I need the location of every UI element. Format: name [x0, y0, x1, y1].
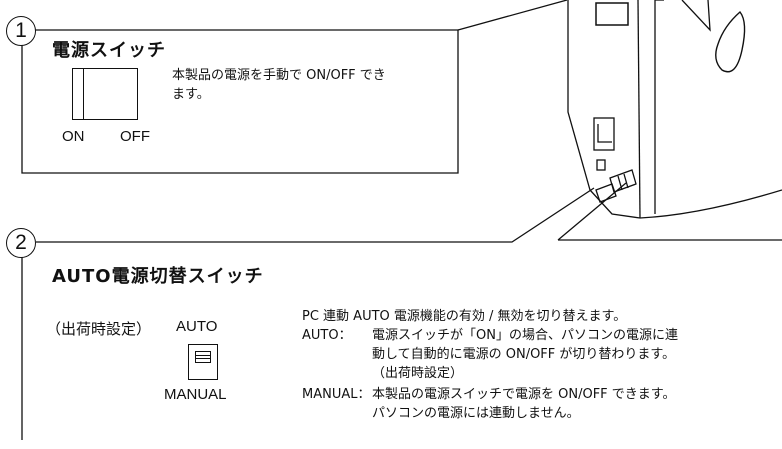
auto-desc-line-3: （出荷時設定） — [372, 366, 464, 381]
switch-label-manual: MANUAL — [164, 386, 227, 403]
manual-term: MANUAL： — [302, 387, 371, 402]
rocker-switch-diagram — [72, 68, 138, 120]
auto-term: AUTO： — [302, 328, 352, 343]
factory-setting-label: （出荷時設定） — [46, 320, 152, 338]
power-switch-desc-line-1: 本製品の電源を手動で ON/OFF でき — [172, 68, 386, 83]
switch-label-auto: AUTO — [176, 318, 218, 335]
callout-1-leader — [457, 0, 568, 31]
auto-power-switch-title: AUTO電源切替スイッチ — [52, 266, 264, 287]
auto-switch-intro: PC 連動 AUTO 電源機能の有効 / 無効を切り替えます。 — [302, 309, 627, 324]
rocker-switch-divider — [83, 69, 85, 119]
auto-desc-line-1: 電源スイッチが「ON」の場合、パソコンの電源に連 — [372, 328, 678, 343]
callout-2-leader — [36, 187, 595, 243]
manual-desc-line-2: パソコンの電源には連動しません。 — [372, 406, 580, 421]
callout-number-2: 2 — [6, 228, 36, 258]
callout-number-1: 1 — [6, 16, 36, 46]
switch-label-on: ON — [62, 128, 85, 145]
power-switch-title: 電源スイッチ — [52, 40, 166, 61]
callout-1-frame — [21, 29, 459, 174]
manual-desc-line-1: 本製品の電源スイッチで電源を ON/OFF できます。 — [372, 387, 676, 402]
auto-desc-line-2: 動して自動的に電源の ON/OFF が切り替わります。 — [372, 347, 676, 362]
device-illustration — [567, 0, 782, 219]
switch-label-off: OFF — [120, 128, 150, 145]
power-switch-desc-line-2: ます。 — [172, 87, 210, 102]
auto-switch-knob — [195, 351, 211, 363]
auto-switch-diagram — [188, 344, 218, 380]
